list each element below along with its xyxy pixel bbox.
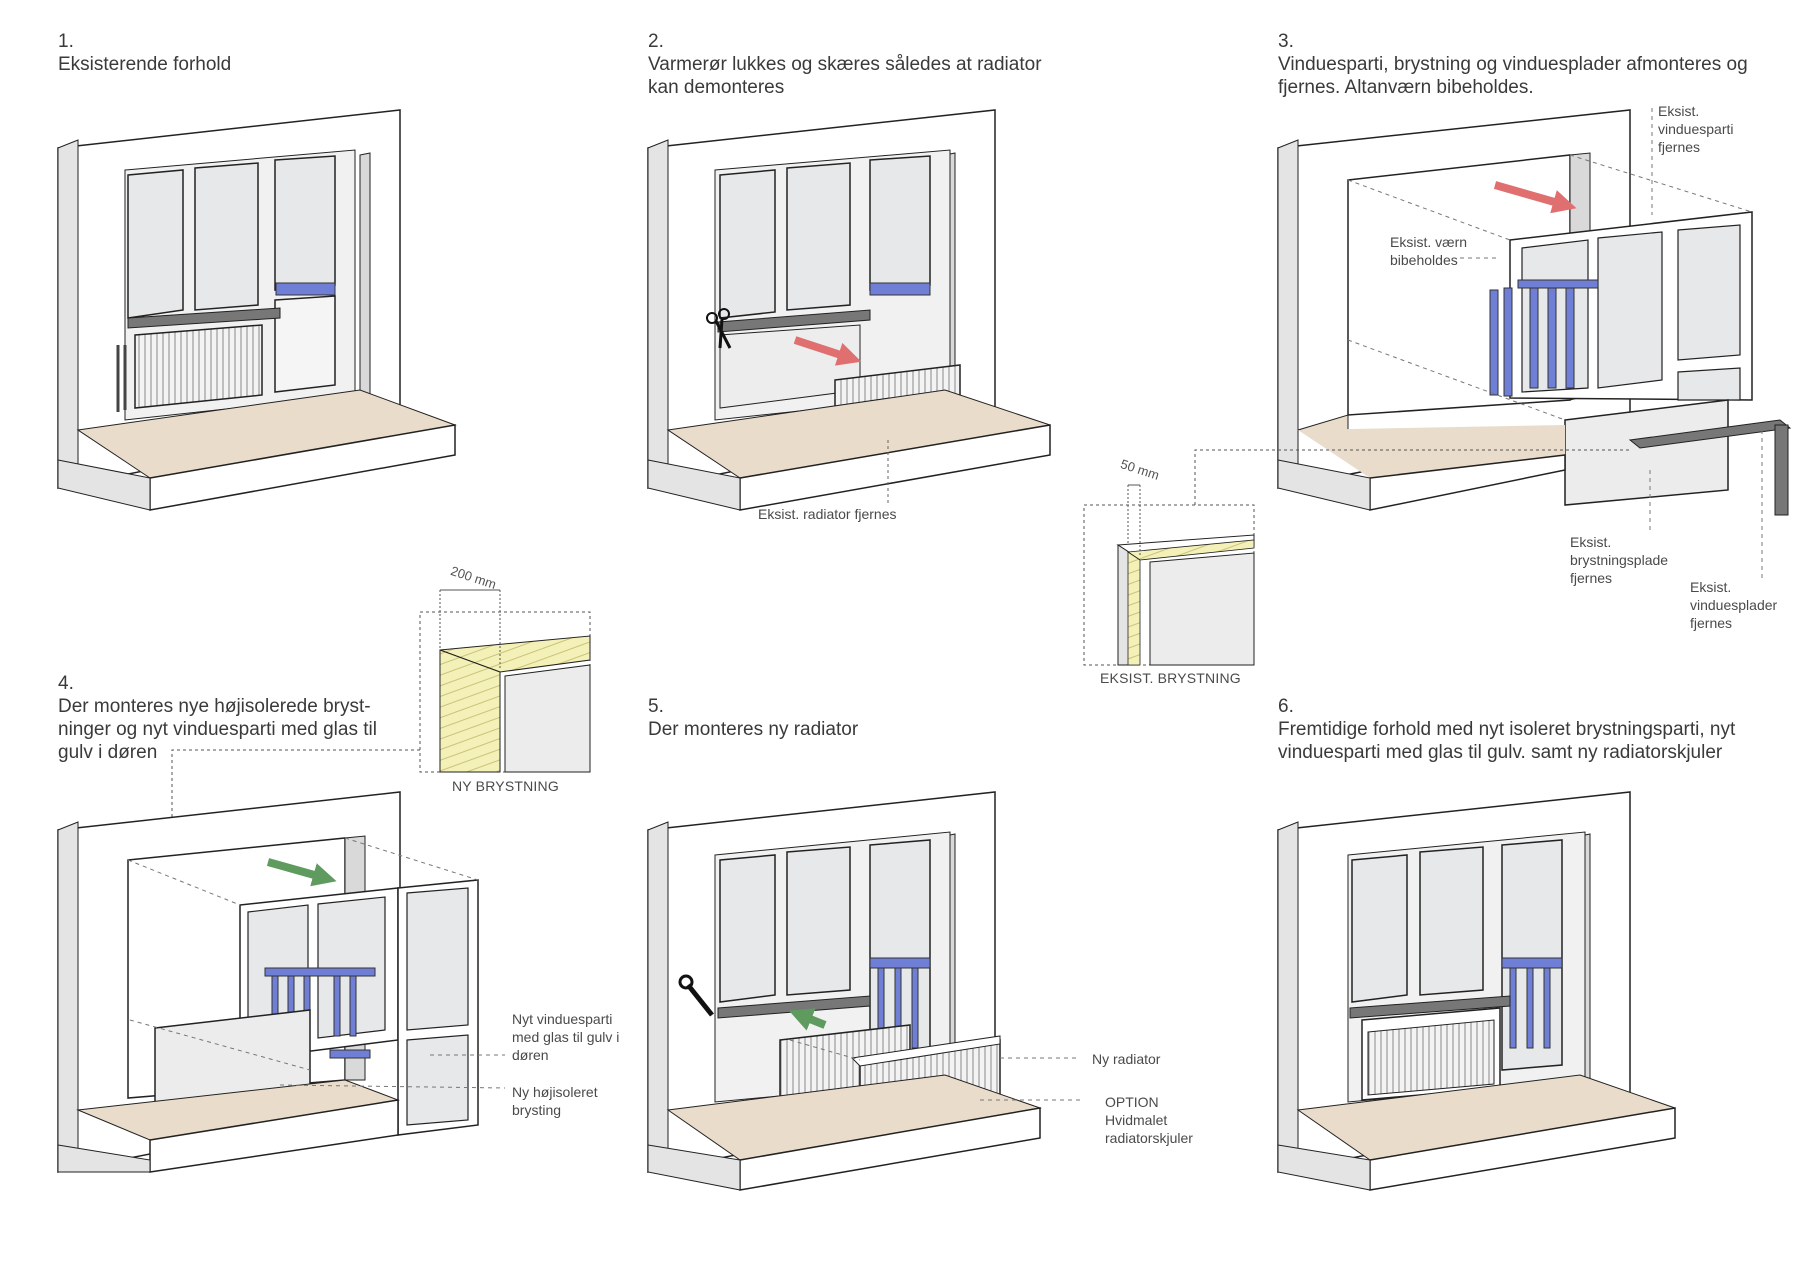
scene-2 [647,109,1051,511]
detail-new-parapet [171,589,591,1000]
label-window-removed: Eksist. vinduesparti fjernes [1658,103,1734,155]
step-text: Varmerør lukkes og skæres således at rad… [648,54,1042,98]
install-arrow [788,1008,827,1031]
step-3-title: 3. Vinduesparti, brystning og vinduespla… [1278,30,1758,99]
step-text: Fremtidige forhold med nyt isoleret brys… [1278,719,1736,763]
step-text: Vinduesparti, brystning og vinduesplader… [1278,54,1748,98]
remove-arrow [793,336,862,366]
radiator-cover [1367,1019,1495,1096]
scene-5 [647,791,1080,1191]
scene-6 [1277,791,1676,1191]
label-radiator-cover: OPTION Hvidmalet radiatorskjuler [1105,1093,1215,1147]
caption-existing-parapet: EKSIST. BRYSTNING [1100,670,1241,686]
detail-existing-parapet [1083,449,1630,666]
windows [719,155,931,319]
step-number: 3. [1278,31,1294,52]
label-railing-kept: Eksist. værn bibeholdes [1390,234,1468,268]
step-2-title: 2. Varmerør lukkes og skæres således at … [648,30,1068,99]
step-number: 2. [648,31,664,52]
step-text: Der monteres ny radiator [648,719,859,740]
parapet-plate [1564,399,1729,506]
caption-new-parapet: NY BRYSTNING [452,778,559,794]
step-1-title: 1. Eksisterende forhold [58,30,458,76]
cover-label: Hvidmalet radiatorskjuler [1105,1112,1193,1146]
label-new-radiator: Ny radiator [1092,1051,1161,1067]
step-number: 4. [58,673,74,694]
remove-arrow [1493,181,1577,214]
label-new-parapet: Ny højisoleret brysting [512,1084,598,1118]
step-6-title: 6. Fremtidige forhold med nyt isoleret b… [1278,695,1768,764]
step-number: 1. [58,31,74,52]
step-text: Der monteres nye højisolerede bryst-ning… [58,696,377,763]
scene-3 [1277,108,1792,580]
railing [1489,279,1599,397]
label-sills-removed: Eksist. vinduesplader fjernes [1690,579,1778,631]
label-parapet-plate-removed: Eksist. brystningsplade fjernes [1570,534,1669,586]
windows [719,839,931,1071]
step-4-title: 4. Der monteres nye højisolerede bryst-n… [58,672,408,764]
option-label: OPTION [1105,1094,1159,1110]
label-radiator-removed: Eksist. radiator fjernes [758,506,897,522]
step-number: 5. [648,696,664,717]
windows [127,155,336,393]
wrench-icon [678,974,714,1017]
windows [1351,839,1563,1071]
step-text: Eksisterende forhold [58,54,232,75]
radiator [134,324,263,409]
step-5-title: 5. Der monteres ny radiator [648,695,1068,741]
install-arrow [266,858,337,887]
label-new-window: Nyt vinduesparti med glas til gulv i dør… [512,1011,620,1063]
scene-4 [57,791,506,1174]
scene-1 [57,109,457,511]
step-number: 6. [1278,696,1294,717]
scissors-icon [706,308,732,349]
